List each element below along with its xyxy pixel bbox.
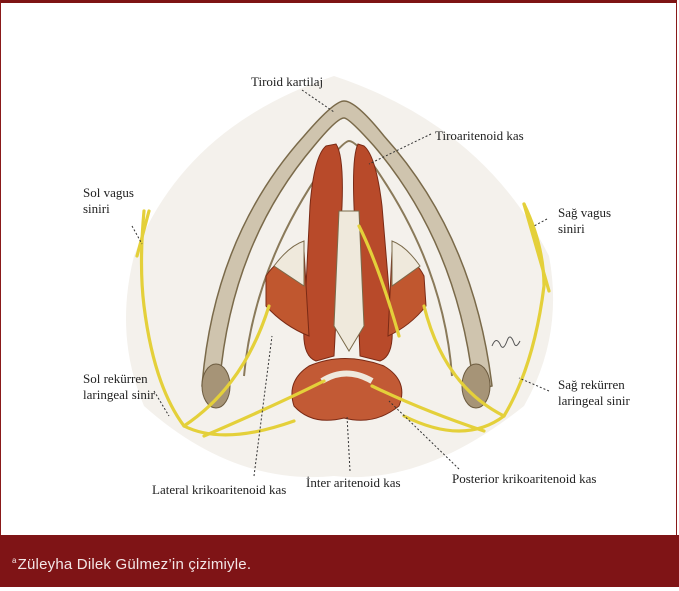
label-sol-rekurren-line2: laringeal sinir	[83, 387, 155, 402]
central-cartilage	[334, 211, 364, 351]
label-lateral-krikoaritenoid: Lateral krikoaritenoid kas	[152, 482, 286, 497]
label-sag-rekurren-line2: laringeal sinir	[558, 393, 630, 408]
caption-text: Züleyha Dilek Gülmez’in çizimiyle.	[18, 556, 252, 573]
larynx-drawing	[4, 6, 675, 535]
label-posterior-krikoaritenoid: Posterior krikoaritenoid kas	[452, 471, 596, 486]
label-sol-rekurren-line1: Sol rekürren	[83, 371, 148, 386]
label-tiroid-kartilaj: Tiroid kartilaj	[251, 74, 323, 89]
caption-superscript: a	[12, 556, 17, 565]
label-inter-aritenoid: İnter aritenoid kas	[306, 475, 401, 490]
label-sol-vagus-line2: siniri	[83, 201, 110, 216]
label-sag-vagus-line2: siniri	[558, 221, 585, 236]
label-sag-rekurren-line1: Sağ rekürren	[558, 377, 625, 392]
figure-caption: aZüleyha Dilek Gülmez’in çizimiyle.	[0, 535, 679, 587]
larynx-illustration: Tiroid kartilaj Tiroaritenoid kas Sol va…	[4, 6, 675, 535]
label-sol-vagus-line1: Sol vagus	[83, 185, 134, 200]
label-sag-vagus-line1: Sağ vagus	[558, 205, 611, 220]
label-tiroaritenoid: Tiroaritenoid kas	[435, 128, 524, 143]
